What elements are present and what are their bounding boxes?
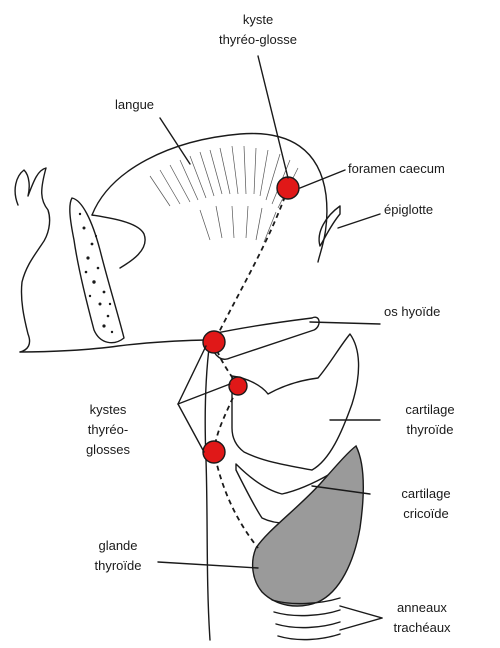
tongue-lower [92, 215, 145, 268]
label-kystes-line2: thyréo- [88, 422, 128, 437]
label-cartilage-cricoide-line1: cartilage [401, 486, 450, 501]
thyroglossal-duct-path [214, 188, 288, 548]
neck-anterior [205, 340, 210, 640]
label-kystes-line3: glosses [86, 442, 131, 457]
cyst-dot-foramen [277, 177, 299, 199]
label-foramen-caecum: foramen caecum [348, 161, 445, 176]
label-langue: langue [115, 97, 154, 112]
cyst-dot-upper [203, 331, 225, 353]
label-cartilage-thyroide-line2: thyroïde [407, 422, 454, 437]
epiglottis [319, 206, 340, 246]
label-glande-line2: thyroïde [95, 558, 142, 573]
cyst-dot-hyoid [229, 377, 247, 395]
label-anneaux-line1: anneaux [397, 600, 447, 615]
label-cartilage-thyroide-line1: cartilage [405, 402, 454, 417]
label-kyste-line1: kyste [243, 12, 273, 27]
label-os-hyoide: os hyoïde [384, 304, 440, 319]
tongue-muscle-striation [150, 146, 298, 242]
label-kystes-line1: kystes [90, 402, 127, 417]
hyoid-bone [212, 317, 319, 359]
label-cartilage-cricoide-line2: cricoïde [403, 506, 449, 521]
mandible-texture [79, 213, 113, 333]
face-outline [15, 168, 49, 352]
label-anneaux-line2: trachéaux [393, 620, 451, 635]
thyroid-gland [253, 446, 364, 606]
thyroid-cartilage [232, 334, 359, 470]
label-glande-line1: glande [98, 538, 137, 553]
cyst-dot-lower [203, 441, 225, 463]
label-epiglotte: épiglotte [384, 202, 433, 217]
label-kyste-line2: thyréo-glosse [219, 32, 297, 47]
